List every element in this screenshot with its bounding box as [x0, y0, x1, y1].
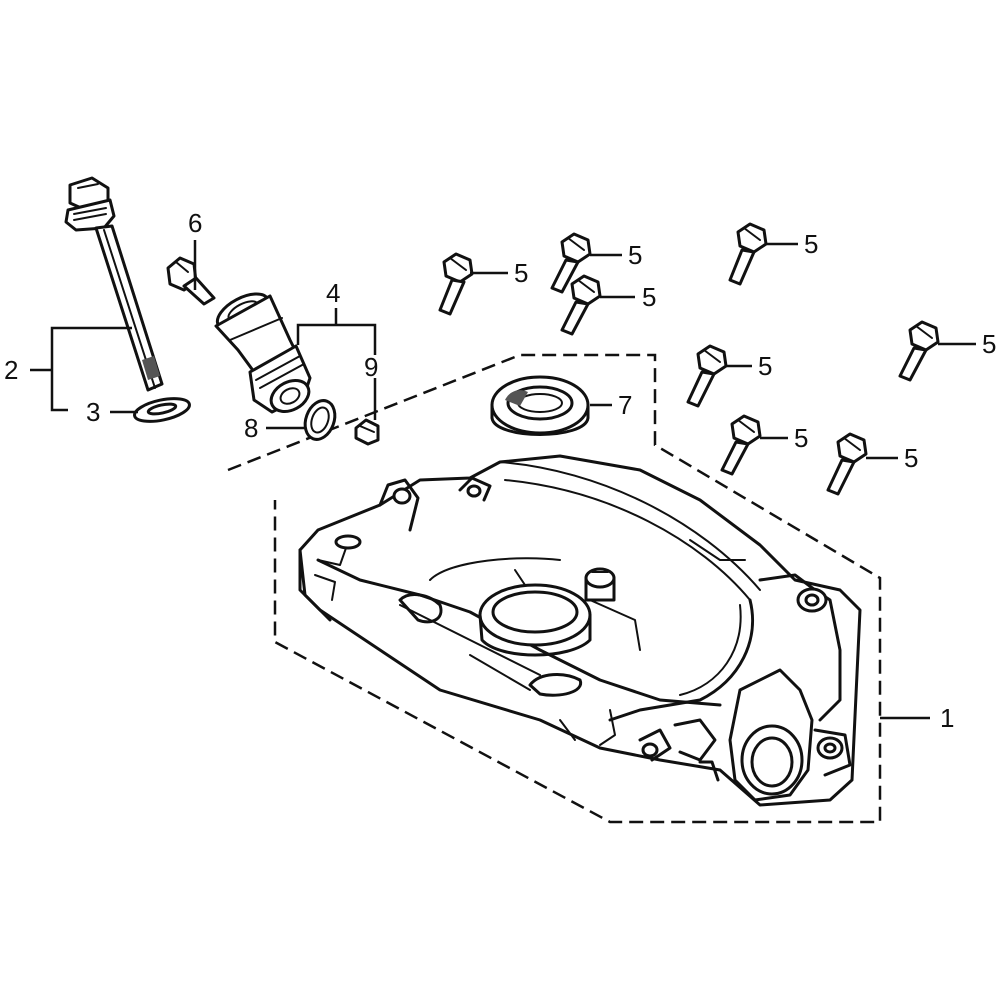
callout-5-a: 5	[514, 258, 528, 288]
callout-5-h: 5	[904, 443, 918, 473]
callout-3: 3	[86, 397, 100, 427]
callout-8: 8	[244, 413, 258, 443]
callout-1: 1	[940, 703, 954, 733]
flange-bolt-c	[560, 274, 602, 336]
flange-bolt-a	[438, 252, 474, 316]
oil-level-gauge	[64, 176, 164, 392]
flange-bolt-h	[826, 432, 868, 496]
leader-lines	[30, 240, 976, 720]
callout-5-b: 5	[628, 240, 642, 270]
callout-9: 9	[364, 352, 378, 382]
o-ring	[303, 399, 337, 441]
bolt-6	[166, 256, 216, 306]
flange-bolt-d	[728, 222, 768, 286]
oil-filler-neck	[214, 292, 312, 414]
callout-5-g: 5	[794, 423, 808, 453]
callout-5-c: 5	[642, 282, 656, 312]
case-assembly	[298, 454, 862, 807]
callout-5-e: 5	[758, 351, 772, 381]
callout-5-d: 5	[804, 229, 818, 259]
oil-seal	[490, 375, 590, 436]
flange-bolt-f	[898, 320, 940, 382]
assembly-boundary	[227, 353, 882, 824]
callouts: 1 2 3 4 6 7 8 9 5 5 5 5 5 5 5 5	[4, 208, 996, 733]
flange-bolt-e	[686, 344, 728, 408]
callout-5-f: 5	[982, 329, 996, 359]
gauge-washer	[133, 397, 191, 423]
callout-6: 6	[188, 208, 202, 238]
callout-7: 7	[618, 390, 632, 420]
flange-bolt-g	[720, 414, 762, 476]
plug-9	[354, 418, 380, 446]
callout-2: 2	[4, 355, 18, 385]
callout-4: 4	[326, 278, 340, 308]
